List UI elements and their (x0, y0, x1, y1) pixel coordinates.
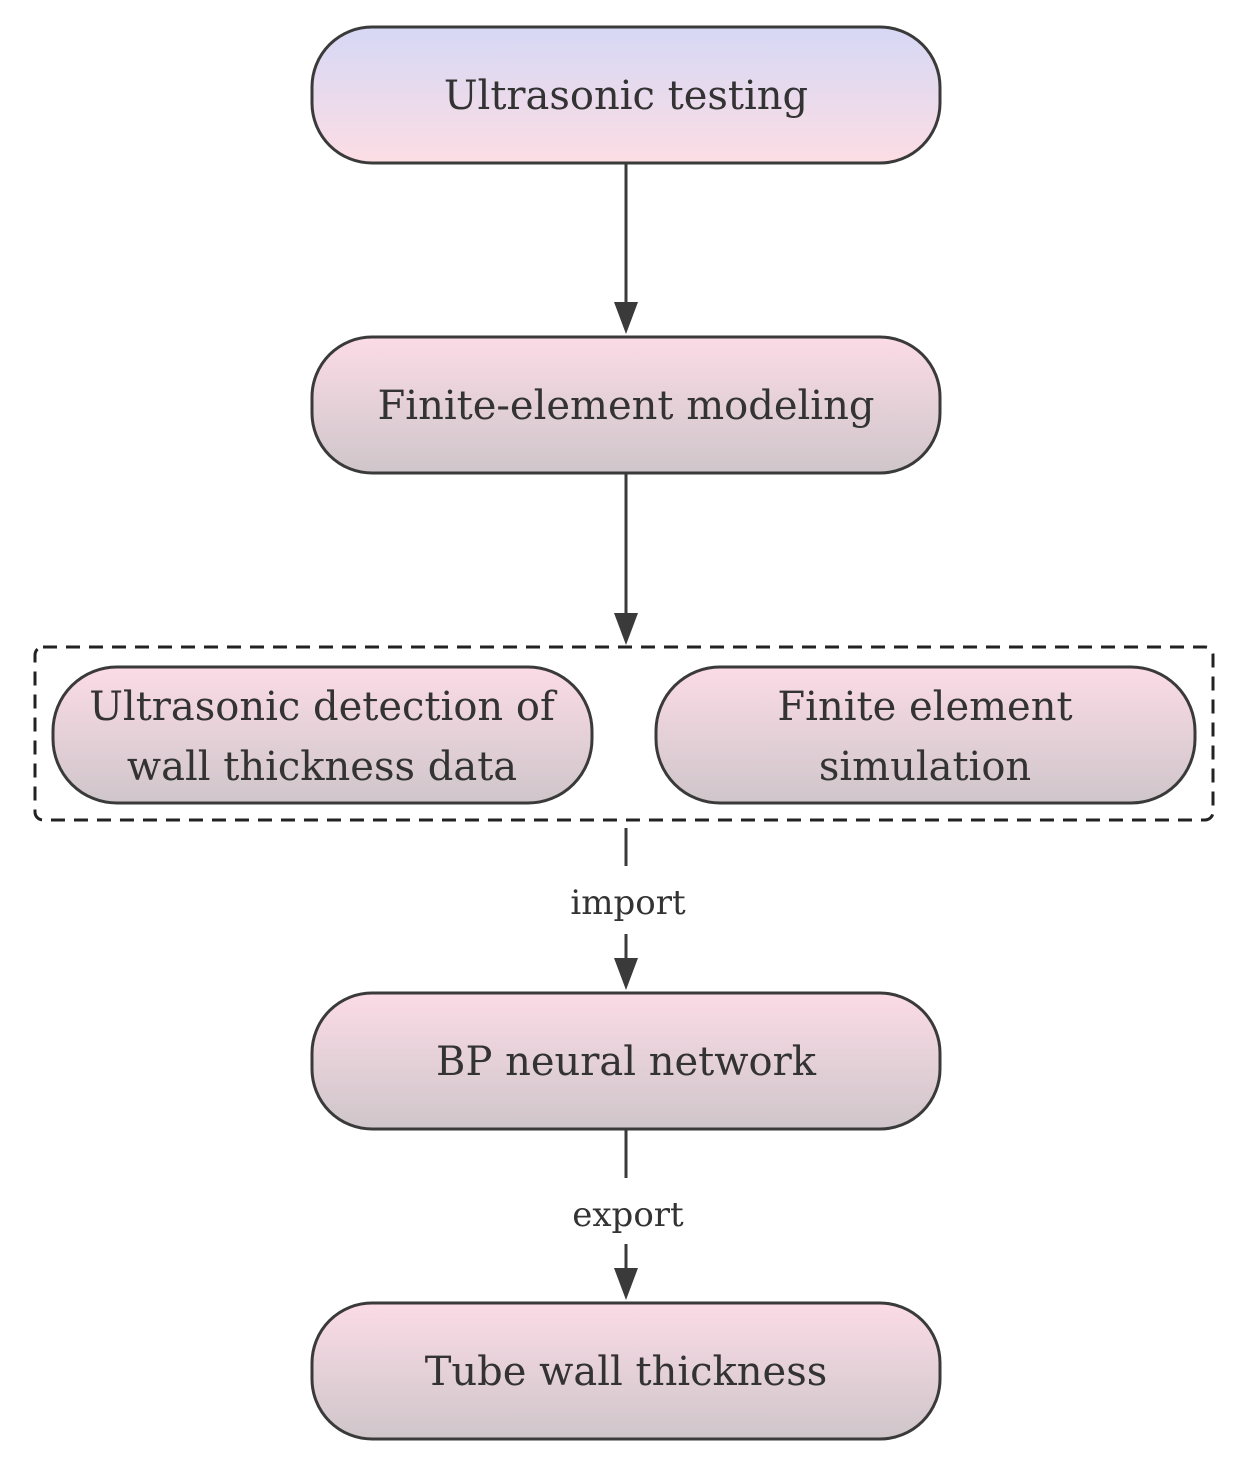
node-fe-modeling: Finite-element modeling (310, 335, 942, 475)
node-tube-thickness: Tube wall thickness (310, 1301, 942, 1441)
node-bp-network: BP neural network (310, 991, 942, 1131)
arrow-head (614, 958, 638, 990)
arrow-head (614, 613, 638, 645)
node-fe-modeling-label: Finite-element modeling (378, 383, 875, 429)
node-tube-thickness-label: Tube wall thickness (425, 1349, 828, 1395)
dashed-group-box (33, 645, 1215, 822)
edge-import-label: import (570, 883, 686, 923)
edge-modeling-to-group (614, 473, 638, 645)
arrow-head (614, 302, 638, 334)
node-ut-detection-line1: Ultrasonic detection of (89, 684, 558, 730)
node-fe-simulation-line2: simulation (819, 744, 1031, 790)
edge-bp-to-tube: export (572, 1129, 684, 1300)
node-ultrasonic-testing-label: Ultrasonic testing (444, 73, 808, 119)
node-ut-detection-line2: wall thickness data (127, 744, 517, 790)
node-ultrasonic-testing: Ultrasonic testing (310, 25, 942, 165)
node-ut-detection: Ultrasonic detection of wall thickness d… (51, 665, 594, 805)
node-bp-network-label: BP neural network (436, 1039, 817, 1085)
edge-group-to-bp: import (570, 828, 686, 990)
node-ut-detection-shape (51, 665, 594, 805)
node-fe-simulation-shape (654, 665, 1197, 805)
node-fe-simulation: Finite element simulation (654, 665, 1197, 805)
edge-export-label: export (572, 1195, 684, 1235)
arrow-head (614, 1268, 638, 1300)
node-tube-thickness-shape (310, 1301, 942, 1441)
node-fe-simulation-line1: Finite element (777, 684, 1072, 730)
edge-testing-to-modeling (614, 163, 638, 334)
